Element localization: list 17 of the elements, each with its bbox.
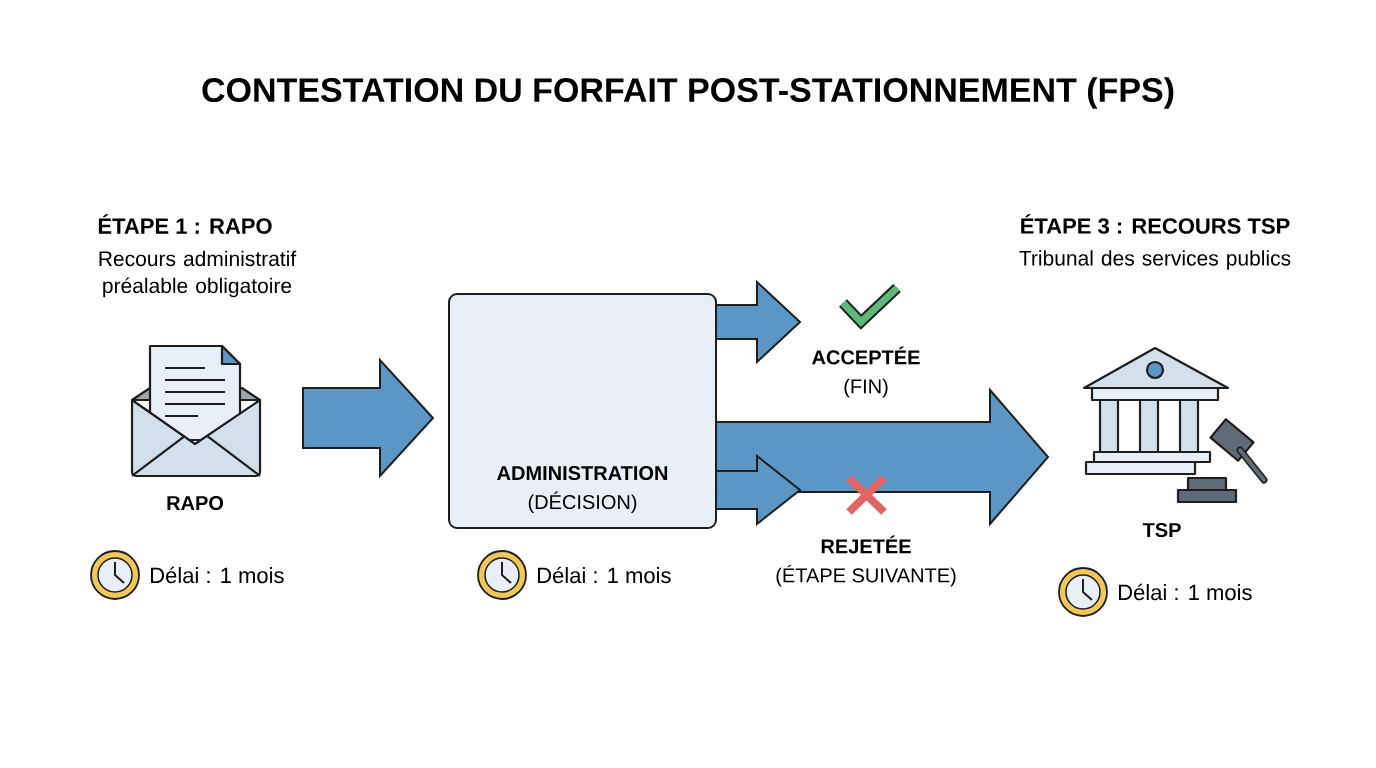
deadline-text: Délai : 1 mois (538, 566, 671, 584)
step-description: Recours administratif préalable obligatoire (99, 250, 297, 298)
step-label: RAPO (167, 495, 224, 511)
outcome-label: REJETÉE (ÉTAPE SUIVANTE) (776, 535, 956, 587)
title: CONTESTATION DU FORFAIT POST-STATIONNEMENT (FPS) (202, 77, 1174, 109)
block-arrow (715, 279, 802, 365)
block-arrow (715, 387, 1050, 527)
decision-box: ADMINISTRATION (DÉCISION) (448, 293, 717, 529)
deadline-text: Délai : 1 mois (1119, 583, 1252, 601)
step-heading: ÉTAPE 3 : RECOURS TSP (1021, 214, 1290, 234)
step-heading: ÉTAPE 1 : RAPO (98, 214, 272, 234)
outcome-label: ACCEPTÉE (FIN) (812, 346, 920, 398)
block-arrow (302, 357, 435, 479)
deadline-text: Délai : 1 mois (151, 566, 284, 584)
block-arrow (715, 453, 802, 527)
step-description: Tribunal des services publics (1019, 250, 1291, 270)
step-label: TSP (1142, 522, 1181, 538)
